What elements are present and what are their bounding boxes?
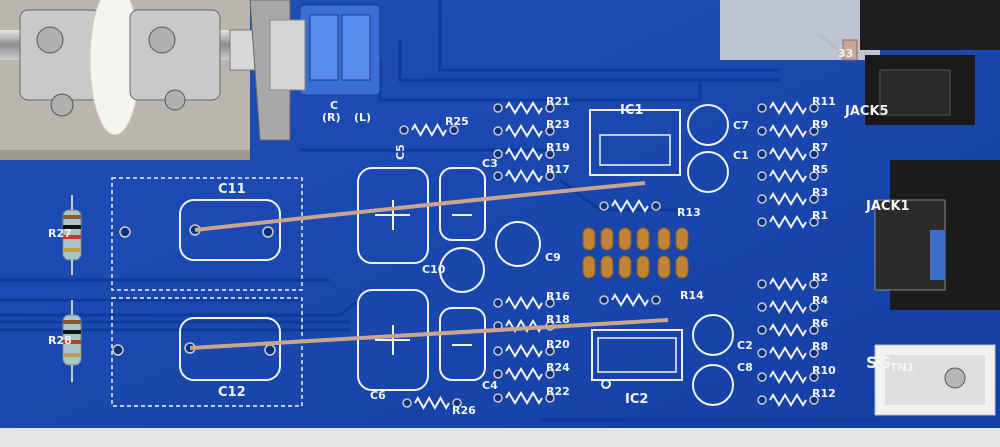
ic1-outline bbox=[589, 109, 681, 176]
resistor-label-r2: R2 bbox=[812, 271, 829, 284]
r14-label: R14 bbox=[680, 289, 704, 302]
screw-icon bbox=[148, 26, 176, 54]
capacitor-c9 bbox=[495, 221, 541, 267]
ic2-label: IC2 bbox=[625, 392, 649, 407]
n33-label: 33 bbox=[838, 47, 854, 60]
r26-label: R26 bbox=[452, 404, 476, 417]
resistor-label-r11: R11 bbox=[812, 95, 836, 108]
c-label: C bbox=[330, 99, 339, 112]
table-surface bbox=[0, 428, 1000, 447]
capacitor-c4 bbox=[439, 307, 486, 381]
c9-label: C9 bbox=[545, 251, 561, 264]
resistor-label-r16: R16 bbox=[546, 290, 570, 303]
resistor-label-r24: R24 bbox=[546, 361, 570, 374]
c5-label: C5 bbox=[394, 144, 407, 160]
screw-icon bbox=[36, 26, 64, 54]
r13-label: R13 bbox=[677, 206, 701, 219]
r27-label: R27 bbox=[48, 227, 72, 240]
shaft-coupler bbox=[19, 9, 101, 101]
ic2-outline bbox=[591, 329, 683, 381]
resistor-label-r22: R22 bbox=[546, 385, 570, 398]
resistor-label-r17: R17 bbox=[546, 163, 570, 176]
screw-icon bbox=[944, 367, 966, 389]
resistor-label-r9: R9 bbox=[812, 118, 829, 131]
resistor-label-r10: R10 bbox=[812, 364, 836, 377]
c2-label: C2 bbox=[737, 339, 753, 352]
r25-label: R25 bbox=[445, 115, 469, 128]
c11-label: C11 bbox=[218, 182, 246, 197]
capacitor-c10 bbox=[439, 247, 485, 293]
resistor-label-r4: R4 bbox=[812, 294, 829, 307]
resistor-label-r5: R5 bbox=[812, 163, 829, 176]
c3-label: C3 bbox=[482, 157, 498, 170]
capacitor-c1 bbox=[687, 151, 729, 193]
jumper-wire-top bbox=[194, 181, 646, 232]
c6-label: C6 bbox=[370, 389, 386, 402]
resistor-label-r12: R12 bbox=[812, 387, 836, 400]
copper-pad-grid bbox=[582, 227, 689, 279]
capacitor-c5 bbox=[357, 167, 429, 264]
c1-label: C1 bbox=[733, 149, 749, 162]
jack5-label: JACK5 bbox=[845, 104, 889, 119]
c12-label: C12 bbox=[218, 385, 246, 400]
resistor-label-r19: R19 bbox=[546, 141, 570, 154]
r28-label: R28 bbox=[48, 334, 72, 347]
tn1-label: TN1 bbox=[890, 361, 915, 374]
sg-label: SG bbox=[866, 353, 891, 372]
jumper-wire-bottom bbox=[189, 318, 669, 350]
screw-icon bbox=[50, 93, 74, 117]
capacitor-c11 bbox=[179, 199, 281, 261]
c7-label: C7 bbox=[733, 119, 749, 132]
capacitor-c7 bbox=[687, 104, 729, 146]
r-channel-label: (R) bbox=[322, 111, 341, 124]
resistor-footprints bbox=[411, 101, 807, 411]
resistor-label-r20: R20 bbox=[546, 338, 570, 351]
c4-label: C4 bbox=[482, 379, 498, 392]
c8-label: C8 bbox=[737, 361, 753, 374]
shaft-coupler bbox=[129, 9, 221, 101]
capacitor-c12 bbox=[179, 317, 281, 381]
resistor-label-r1: R1 bbox=[812, 209, 829, 222]
capacitor-c2 bbox=[692, 314, 734, 356]
l-channel-label: (L) bbox=[354, 111, 372, 124]
resistor-label-r3: R3 bbox=[812, 186, 829, 199]
resistor-label-r21: R21 bbox=[546, 95, 570, 108]
resistor-label-r23: R23 bbox=[546, 118, 570, 131]
jack1-label: JACK1 bbox=[866, 199, 910, 214]
capacitor-c8 bbox=[692, 364, 734, 406]
resistor-label-r18: R18 bbox=[546, 313, 570, 326]
ic1-label: IC1 bbox=[620, 103, 644, 118]
resistor-label-r8: R8 bbox=[812, 340, 829, 353]
resistor-label-r6: R6 bbox=[812, 317, 829, 330]
screw-icon bbox=[164, 89, 186, 111]
resistor-label-r7: R7 bbox=[812, 141, 829, 154]
c10-label: C10 bbox=[422, 263, 446, 276]
